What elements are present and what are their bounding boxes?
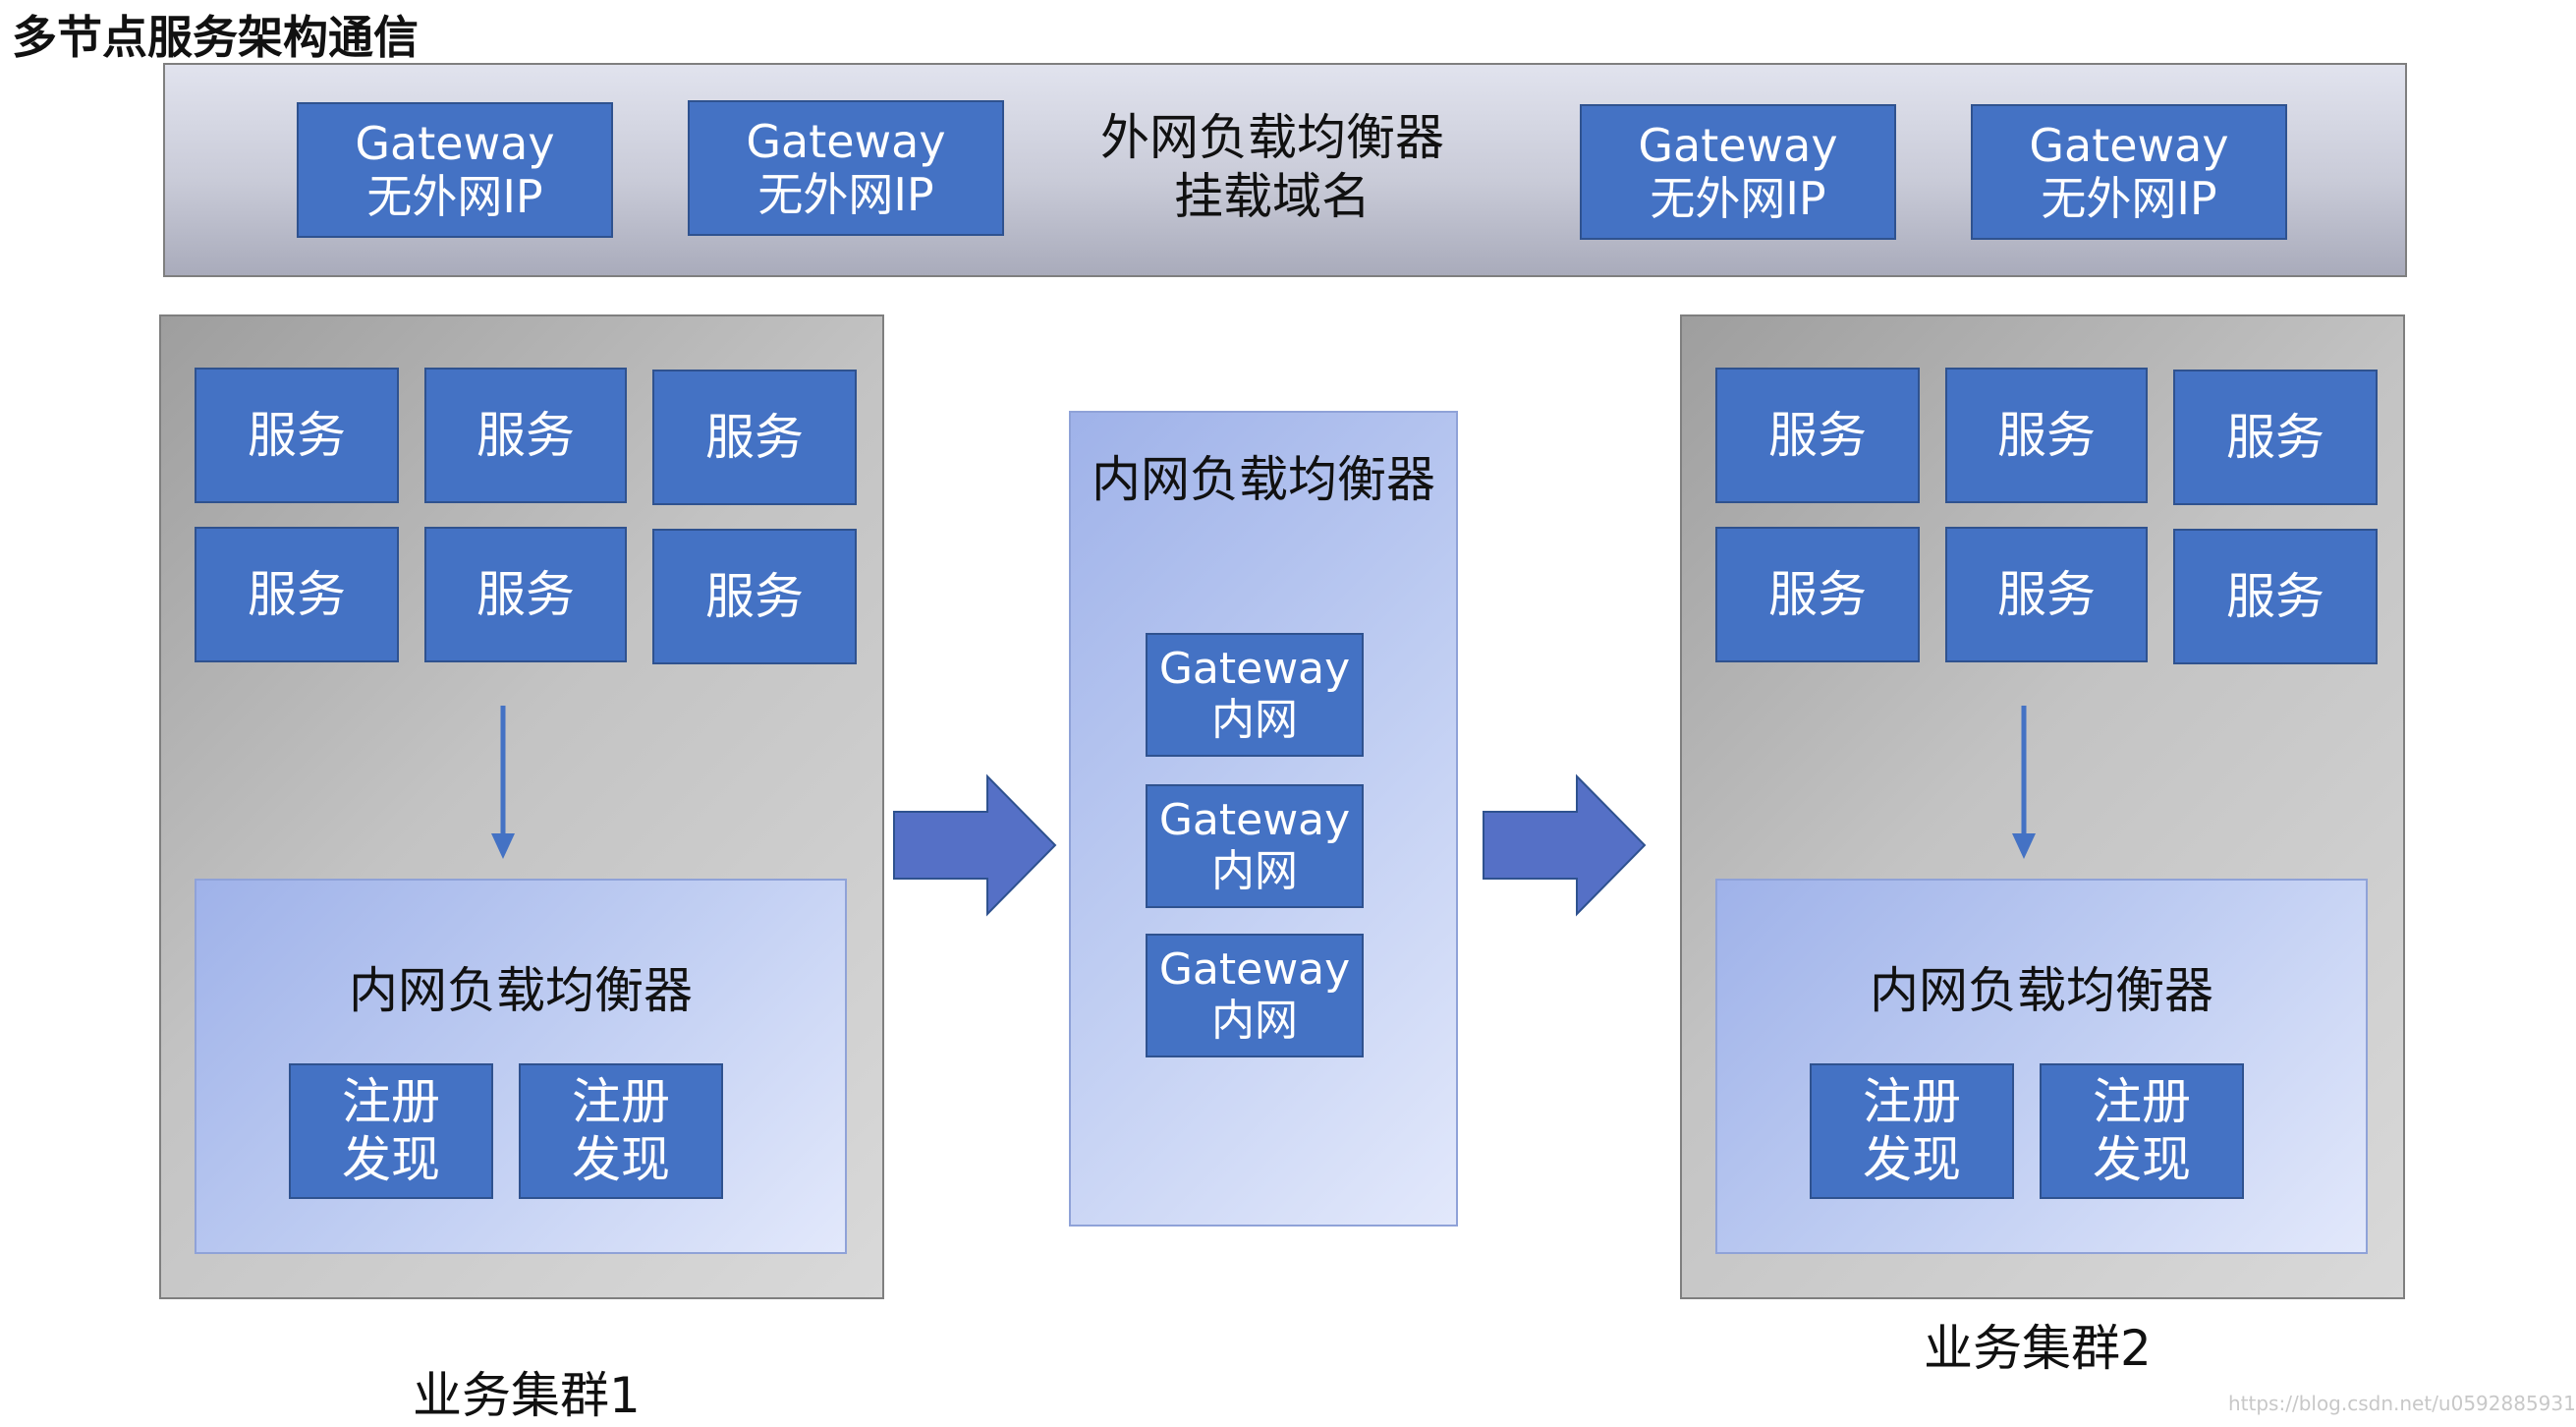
cluster1-service-3: 服务 — [652, 370, 857, 505]
external-lb-subtitle: 挂载域名 — [1174, 168, 1371, 225]
external-gateway-1: Gateway 无外网IP — [297, 102, 613, 238]
gateway-sublabel: 无外网IP — [757, 168, 934, 221]
external-gateway-4: Gateway 无外网IP — [1971, 104, 2287, 240]
cluster1-service-2: 服务 — [424, 368, 627, 503]
middle-internal-lb-label: 内网负载均衡器 — [1092, 451, 1435, 508]
external-lb-label: 外网负载均衡器 挂载域名 — [1061, 108, 1484, 226]
cluster1-registry-2: 注册 发现 — [519, 1063, 723, 1199]
cluster1-service-5: 服务 — [424, 527, 627, 662]
cluster1-registry-1: 注册 发现 — [289, 1063, 493, 1199]
cluster2-internal-lb-label: 内网负载均衡器 — [1870, 962, 2213, 1019]
cluster2-down-arrow — [2012, 706, 2036, 859]
right-arrow-1 — [893, 773, 1057, 917]
gateway-sublabel: 无外网IP — [366, 170, 543, 223]
gateway-label: Gateway — [355, 116, 555, 170]
cluster2-caption: 业务集群2 — [1924, 1320, 2152, 1377]
cluster1-down-arrow — [491, 706, 515, 859]
cluster2-service-5: 服务 — [1945, 527, 2148, 662]
internal-gateway-3: Gateway 内网 — [1146, 934, 1364, 1057]
cluster2-registry-2: 注册 发现 — [2040, 1063, 2244, 1199]
external-gateway-2: Gateway 无外网IP — [688, 100, 1004, 236]
gateway-label: Gateway — [746, 114, 946, 168]
gateway-sublabel: 无外网IP — [1650, 172, 1826, 225]
external-gateway-3: Gateway 无外网IP — [1580, 104, 1896, 240]
gateway-label: Gateway — [1638, 118, 1838, 172]
cluster1-service-6: 服务 — [652, 529, 857, 664]
cluster2-service-3: 服务 — [2173, 370, 2378, 505]
cluster1-caption: 业务集群1 — [413, 1367, 641, 1424]
page-title: 多节点服务架构通信 — [12, 11, 419, 64]
gateway-sublabel: 无外网IP — [2041, 172, 2217, 225]
cluster1-internal-lb-label: 内网负载均衡器 — [349, 962, 693, 1019]
cluster1-service-4: 服务 — [195, 527, 399, 662]
internal-gateway-1: Gateway 内网 — [1146, 633, 1364, 757]
cluster2-service-6: 服务 — [2173, 529, 2378, 664]
internal-gateway-2: Gateway 内网 — [1146, 784, 1364, 908]
connector-arrows — [491, 706, 2036, 917]
external-lb-title: 外网负载均衡器 — [1100, 109, 1444, 166]
cluster2-registry-1: 注册 发现 — [1810, 1063, 2014, 1199]
cluster1-service-1: 服务 — [195, 368, 399, 503]
gateway-label: Gateway — [2029, 118, 2229, 172]
cluster2-service-1: 服务 — [1715, 368, 1920, 503]
right-arrow-2 — [1483, 773, 1647, 917]
cluster2-service-2: 服务 — [1945, 368, 2148, 503]
cluster2-service-4: 服务 — [1715, 527, 1920, 662]
watermark: https://blog.csdn.net/u0592885931 — [2228, 1392, 2576, 1415]
